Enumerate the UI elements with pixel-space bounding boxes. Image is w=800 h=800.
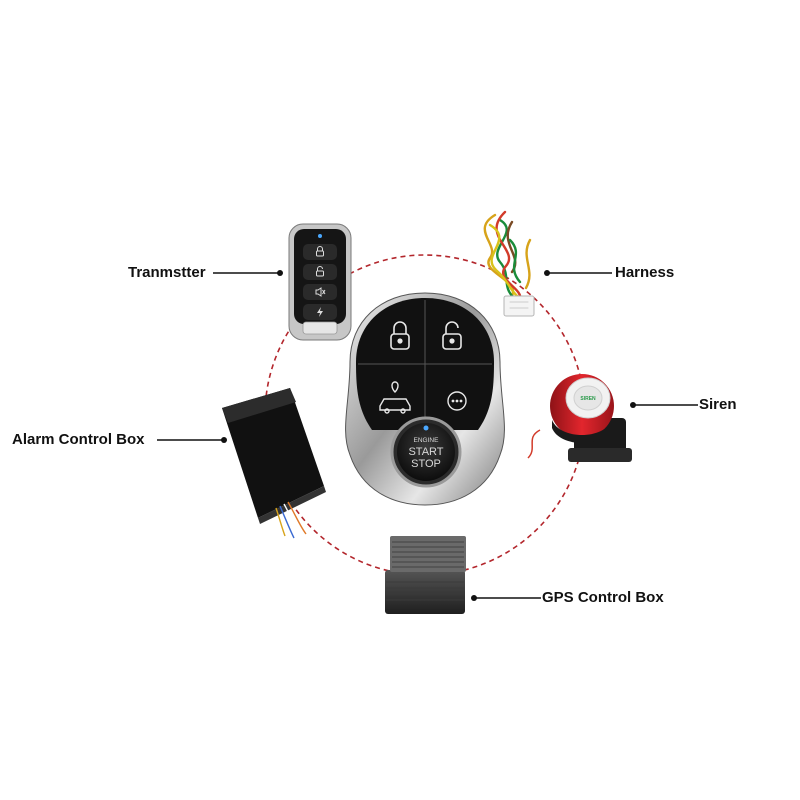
alarm-control-box-label: Alarm Control Box: [12, 431, 145, 448]
alarm-control-box: [222, 388, 326, 541]
leader-dots: [221, 270, 636, 601]
transmitter-fob: [288, 223, 352, 341]
mute-icon: [315, 287, 326, 297]
dot-siren: [630, 402, 636, 408]
siren: SIREN: [527, 374, 632, 462]
more-dots-icon: [447, 391, 467, 411]
stop-label: STOP: [411, 458, 441, 470]
harness-wires: [483, 210, 535, 317]
gps-control-box-label: GPS Control Box: [542, 589, 664, 606]
lock-icon: [316, 246, 324, 257]
gps-control-box: [385, 536, 466, 614]
siren-label-text: Siren: [699, 396, 737, 413]
main-control-unit: ENGINE START STOP: [345, 292, 505, 506]
car-location-icon: [379, 381, 411, 414]
leader-lines: [157, 272, 698, 599]
harness-label: Harness: [615, 264, 675, 281]
siren-label: SIREN: [580, 396, 596, 402]
bolt-icon: [317, 307, 323, 317]
dot-gps-box: [471, 595, 477, 601]
unlock-icon: [316, 266, 324, 277]
transmitter-label: Tranmstter: [128, 264, 206, 281]
lock-icon: [390, 321, 410, 350]
start-label: START: [408, 446, 443, 458]
engine-label: ENGINE: [414, 437, 440, 444]
unlock-icon: [442, 321, 462, 350]
dot-alarm-box: [221, 437, 227, 443]
dot-transmitter: [277, 270, 283, 276]
start-stop-button: ENGINE START STOP: [390, 416, 462, 488]
dot-harness: [544, 270, 550, 276]
